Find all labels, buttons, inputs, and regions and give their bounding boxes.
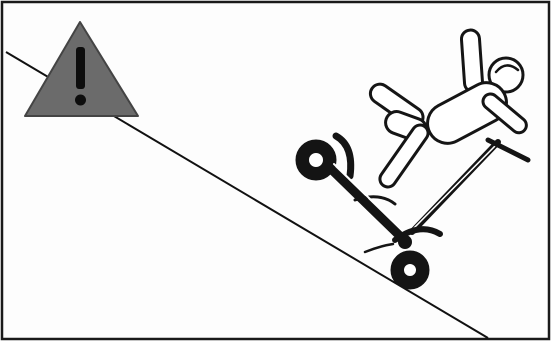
rider-shoe-shadow bbox=[365, 244, 393, 252]
warning-triangle-icon bbox=[25, 22, 138, 116]
scooter-column-highlight bbox=[414, 145, 496, 228]
scooter-upper-wheel-hub bbox=[308, 152, 324, 168]
scooter-lower-wheel-hub bbox=[403, 263, 417, 277]
exclamation-bar bbox=[76, 47, 85, 89]
exclamation-dot bbox=[75, 95, 86, 106]
scooter-folding-joint bbox=[399, 236, 411, 248]
